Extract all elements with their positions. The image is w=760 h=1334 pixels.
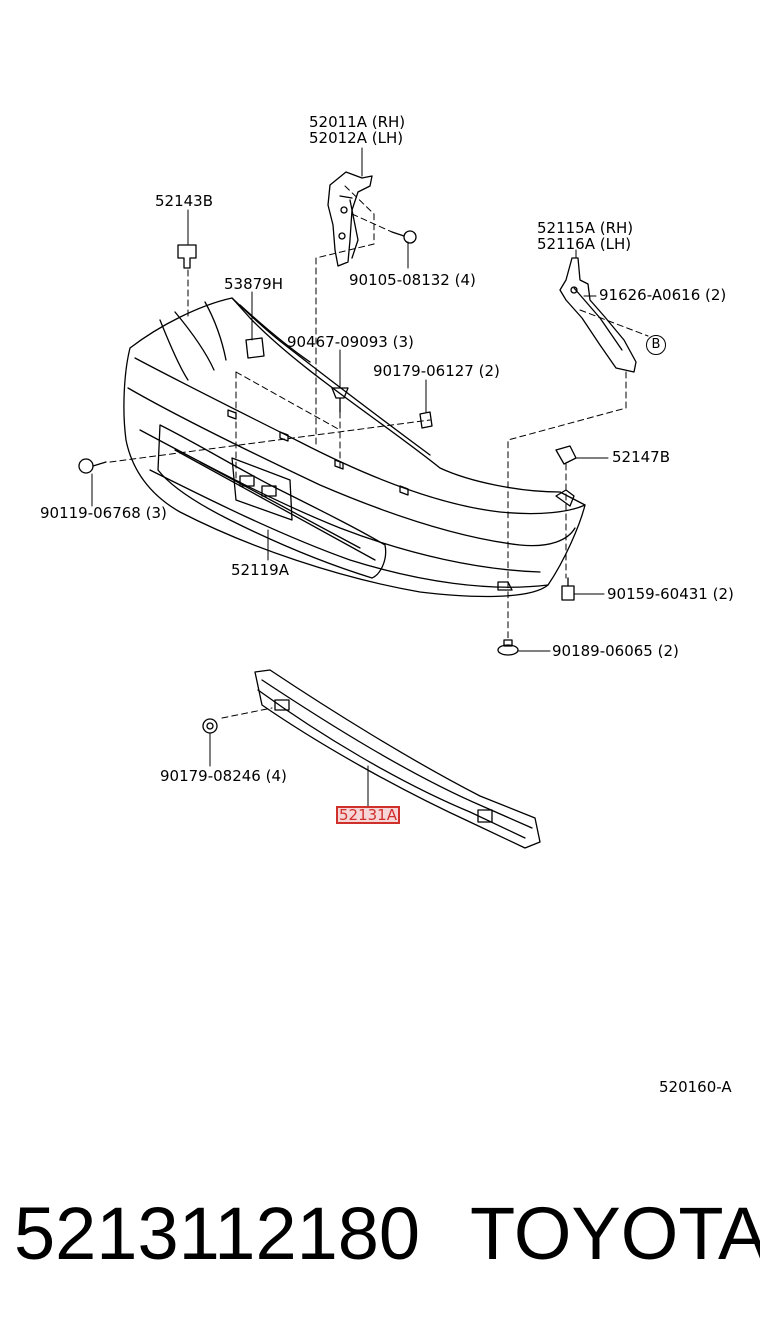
label-screw-90159: 90159-60431 (2) [607,585,734,603]
diagram-code: 520160-A [659,1078,732,1096]
leader-lines [91,147,609,807]
footer-banner: 5213112180 TOYOTA [0,1180,760,1334]
stay-drawing [559,257,637,373]
label-stay-rh: 52115A (RH) [537,219,634,237]
label-clip-90189: 90189-06065 (2) [552,642,679,660]
label-bolt-90105: 90105-08132 (4) [349,271,476,289]
label-bracket-rh: 52011A (RH) [309,113,406,131]
label-bracket-lh: 52012A (LH) [309,129,404,147]
label-reinforcement-52131-highlighted: 52131A [336,806,400,824]
parts-diagram: 52011A (RH) 52012A (LH) 90105-08132 (4) … [40,113,734,1096]
brand-name: TOYOTA [470,1192,760,1275]
assembly-dashed-lines [109,185,649,719]
fastener-drawings [78,230,577,734]
label-bolt-90119: 90119-06768 (3) [40,504,167,522]
label-rivet-90467: 90467-09093 (3) [287,333,414,351]
label-cover-52119: 52119A [231,561,289,579]
label-nut-90179-06127: 90179-06127 (2) [373,362,500,380]
part-number: 5213112180 [14,1192,421,1275]
bumper-exploded-view [78,147,649,849]
label-clip-52143: 52143B [155,192,214,210]
reinforcement-drawing [254,669,541,849]
label-stay-lh: 52116A (LH) [537,235,632,253]
bumper-cover-drawing [123,297,586,598]
bracket-drawing [327,171,373,267]
reference-b-marker: B [646,335,666,355]
label-clip-53879: 53879H [224,275,283,293]
label-retainer-52147: 52147B [612,448,671,466]
label-bolt-91626: 91626-A0616 (2) [599,286,727,304]
label-nut-90179-08246: 90179-08246 (4) [160,767,287,785]
